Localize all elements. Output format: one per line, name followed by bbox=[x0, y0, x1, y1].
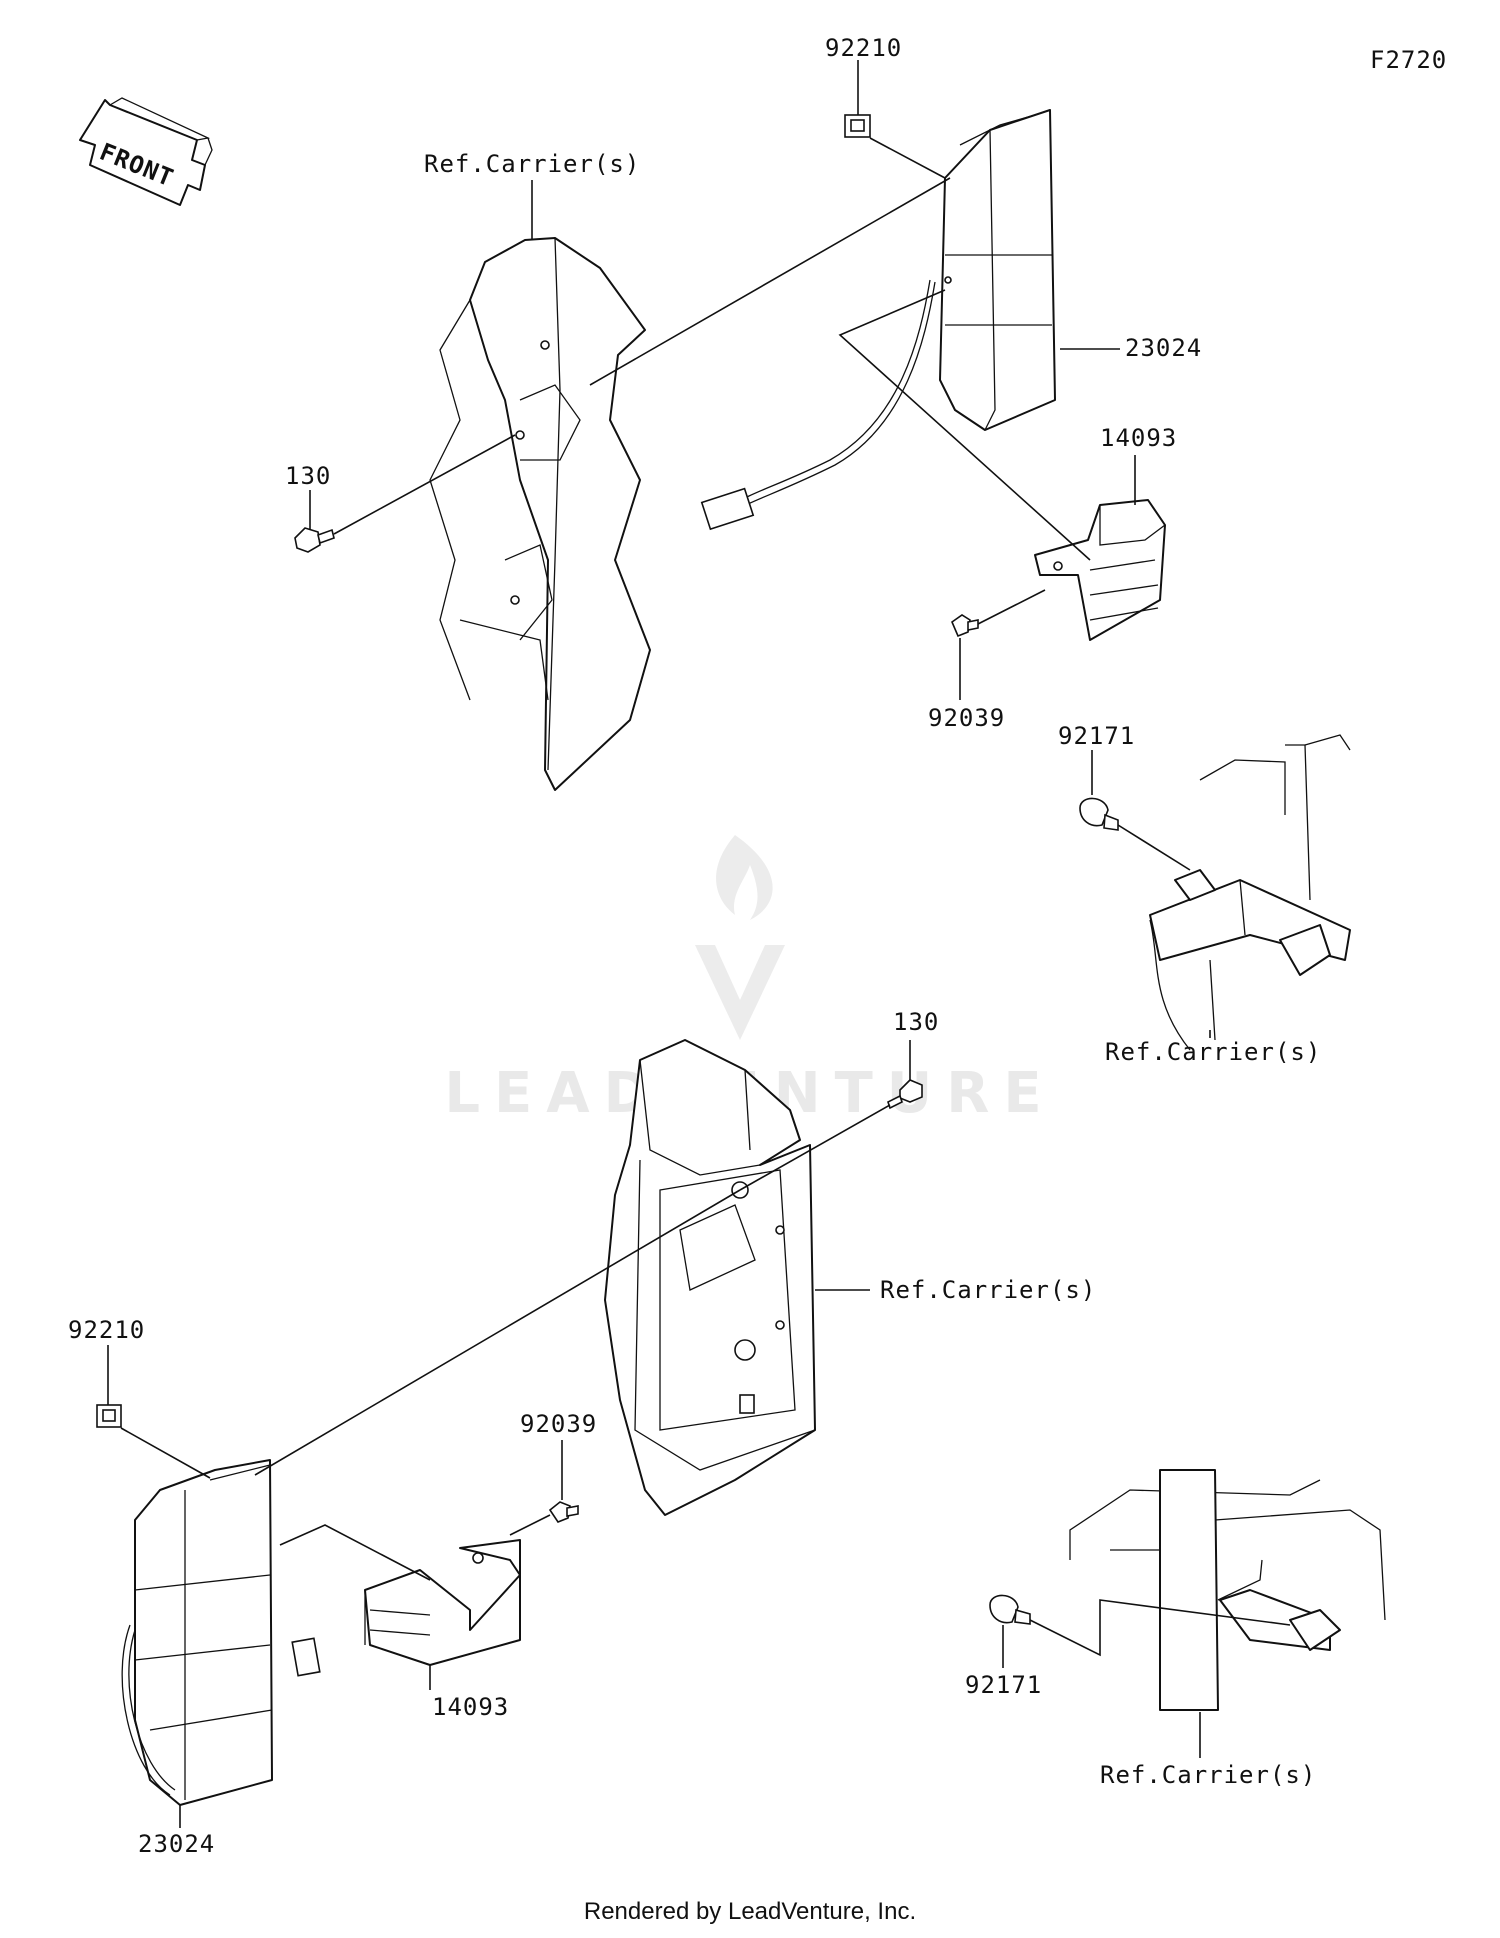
callout-cover-bottom: 14093 bbox=[432, 1693, 509, 1721]
callout-carrier-top-left: Ref.Carrier(s) bbox=[424, 150, 640, 178]
callout-nut-bottom: 92210 bbox=[68, 1316, 145, 1344]
carrier-top-left-drawing bbox=[429, 237, 651, 791]
watermark-flame-icon bbox=[716, 835, 773, 920]
bolt-bottom-drawing bbox=[887, 1079, 923, 1110]
carrier-top-right-drawing bbox=[1149, 734, 1351, 1051]
callout-reflector-bottom: 23024 bbox=[138, 1830, 215, 1858]
carrier-bottom-center-drawing bbox=[604, 1039, 816, 1516]
watermark-v-icon bbox=[695, 945, 785, 1040]
diagram-id: F2720 bbox=[1370, 46, 1447, 74]
clamp-top-drawing bbox=[1079, 797, 1119, 831]
callout-labels: 92210 23024 14093 130 92039 92171 Ref.Ca… bbox=[68, 34, 1321, 1858]
carrier-bottom-right-drawing bbox=[1069, 1469, 1386, 1711]
callout-cover-top: 14093 bbox=[1100, 424, 1177, 452]
callout-carrier-bottom-center: Ref.Carrier(s) bbox=[880, 1276, 1096, 1304]
clamp-bottom-drawing bbox=[989, 1594, 1031, 1625]
callout-carrier-bottom-right: Ref.Carrier(s) bbox=[1100, 1761, 1316, 1789]
footer-credit: Rendered by LeadVenture, Inc. bbox=[583, 1898, 917, 1925]
callout-rivet-top: 92039 bbox=[928, 704, 1005, 732]
nut-top-drawing bbox=[844, 114, 871, 138]
callout-nut-top: 92210 bbox=[825, 34, 902, 62]
callout-clamp-bottom: 92171 bbox=[965, 1671, 1042, 1699]
cover-top-drawing bbox=[1034, 499, 1166, 641]
leader-lines bbox=[107, 60, 1291, 1828]
rivet-bottom-drawing bbox=[548, 1501, 579, 1523]
callout-reflector-top: 23024 bbox=[1125, 334, 1202, 362]
callout-rivet-bottom: 92039 bbox=[520, 1410, 597, 1438]
bolt-top-drawing bbox=[294, 527, 335, 553]
callout-clamp-top: 92171 bbox=[1058, 722, 1135, 750]
callout-bolt-top: 130 bbox=[285, 462, 331, 490]
front-arrow-icon: FRONT bbox=[79, 97, 213, 206]
rivet-top-drawing bbox=[951, 614, 979, 638]
cover-bottom-drawing bbox=[364, 1539, 521, 1666]
reflector-bottom-drawing bbox=[121, 1459, 321, 1806]
callout-carrier-top-right: Ref.Carrier(s) bbox=[1105, 1038, 1321, 1066]
reflector-top-drawing bbox=[700, 109, 1056, 531]
callout-bolt-bottom: 130 bbox=[893, 1008, 939, 1036]
nut-bottom-drawing bbox=[96, 1404, 122, 1428]
